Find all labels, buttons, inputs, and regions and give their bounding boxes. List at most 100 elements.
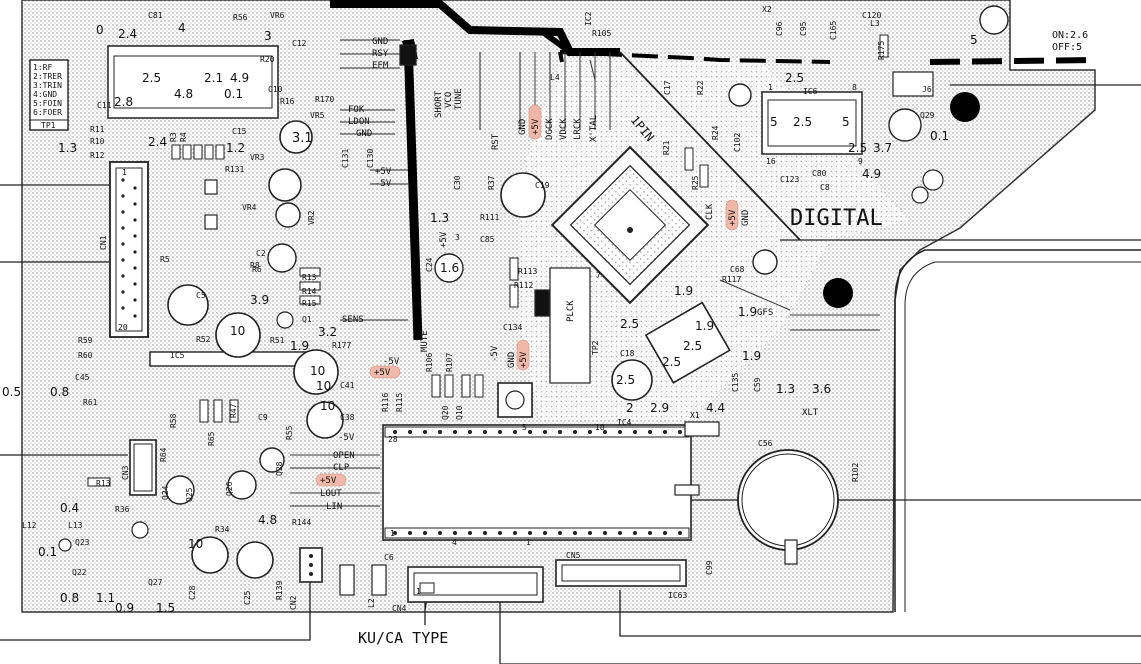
label-vdck: VDCK [559,118,569,140]
pin-hdr-1: 1 [390,529,395,538]
ref-q26: Q26 [225,481,234,496]
ref-c30: C30 [453,175,462,190]
ref-j6: J6 [922,85,932,94]
ref-r170: R170 [315,95,334,104]
ref-r105: R105 [592,29,611,38]
ref-c85: C85 [480,235,495,244]
ref-c45: C45 [75,373,90,382]
v-13: 3.1 [292,131,313,146]
tp-label: TP1 [41,121,56,130]
v-46: 2.5 [662,355,681,369]
ref-c38: C38 [340,413,355,422]
ref-c2: C2 [256,249,266,258]
v-30: 10 [188,537,203,551]
label-plus5v-c: +5V [374,368,391,378]
thick-traces [330,0,1096,341]
ref-cn2: CN2 [289,595,298,610]
label-plus5v-bus: +5V [531,118,541,135]
label-minus5v-d: -5V [338,433,355,443]
ref-cn5: CN5 [566,551,581,560]
ref-r21: R21 [662,140,671,155]
pin-9: 9 [858,157,863,166]
ref-r116: R116 [381,393,390,412]
board-edge-line [894,249,1141,612]
ref-c135: C135 [731,373,740,392]
ref-r64: R64 [159,447,168,462]
ref-r15: R15 [302,299,317,308]
v-48: 1.9 [695,319,714,333]
v-17: 1.9 [290,339,309,353]
v-33: 2.5 [785,71,804,85]
ref-c41: C41 [340,381,355,390]
ref-r25: R25 [691,175,700,190]
pin-5: 5 [522,423,527,432]
v-55: 0 [96,23,104,37]
v-39: 0.1 [930,129,949,143]
ref-r13: R13 [302,273,317,282]
ref-vr3: VR3 [250,153,265,162]
ref-r8: R8 [250,261,260,270]
ref-r51: R51 [270,336,285,345]
label-clp: CLP [333,463,350,473]
v-26: 1.1 [96,591,115,605]
cn3-connector [129,439,157,496]
resistor-strings [87,34,889,487]
v-3: 3 [264,29,272,43]
test-point-box [29,59,69,131]
ref-c68: C68 [730,265,745,274]
cn5-connector [555,559,687,587]
component-ref-labels: C81 R56 VR6 C12 R20 C10 R16 R170 VR5 R11… [22,5,935,613]
ref-r131: R131 [225,165,244,174]
label-plus5v-clk: +5V [728,209,738,226]
ref-ic4: IC4 [617,418,632,427]
pin-20: 20 [118,323,128,332]
label-sens: SENS [342,315,364,325]
variant-note: KU/CA TYPE [358,629,448,647]
ref-r37: R37 [487,175,496,190]
ref-r4: R4 [179,132,188,142]
pin-18: 18 [595,423,605,432]
main-dsp-ic [550,145,710,305]
v-49: 1.9 [742,349,761,363]
ref-c130: C130 [366,149,375,168]
v-7: 4.8 [174,87,193,101]
ref-l2: L2 [367,598,376,608]
ref-c17: C17 [663,80,672,95]
label-minus5v-c: -5V [490,345,500,362]
v-50: 1.3 [776,382,795,396]
label-plus5v-a: +5V [375,167,392,177]
v-43: 1.9 [738,305,757,319]
label-rsy: RSY [372,49,389,59]
label-plck: PLCK [566,300,576,322]
v-9: 2.8 [114,95,133,109]
ref-c18: C18 [620,349,635,358]
ref-l12: L12 [22,521,37,530]
ref-r24: R24 [711,125,720,140]
ref-r59: R59 [78,336,93,345]
v-1: 2.4 [118,27,137,41]
v-14: 3.9 [250,293,269,307]
ref-r61: R61 [83,398,98,407]
pin-8: 8 [852,83,857,92]
ref-c120: C120 [862,11,881,20]
v-25: 0.8 [60,591,79,605]
ref-q28: Q28 [275,461,284,476]
ref-c131: C131 [341,149,350,168]
ref-ic2: IC2 [584,11,593,26]
ref-q29: Q29 [920,111,935,120]
label-gnd-mid: GND [356,129,372,139]
ref-q25: Q25 [185,487,194,502]
ic-secondary [644,301,731,384]
label-tune: TUNE [454,88,464,110]
v-15: 10 [230,324,245,338]
mounting-hole-2 [823,278,853,308]
round-components [58,5,1009,579]
ref-r115: R115 [395,393,404,412]
label-open: OPEN [333,451,355,461]
ref-c15: C15 [232,127,247,136]
ref-c11: C11 [97,101,112,110]
ref-r20: R20 [260,55,275,64]
ref-c102: C102 [733,133,742,152]
label-vco: VCO [444,92,454,108]
